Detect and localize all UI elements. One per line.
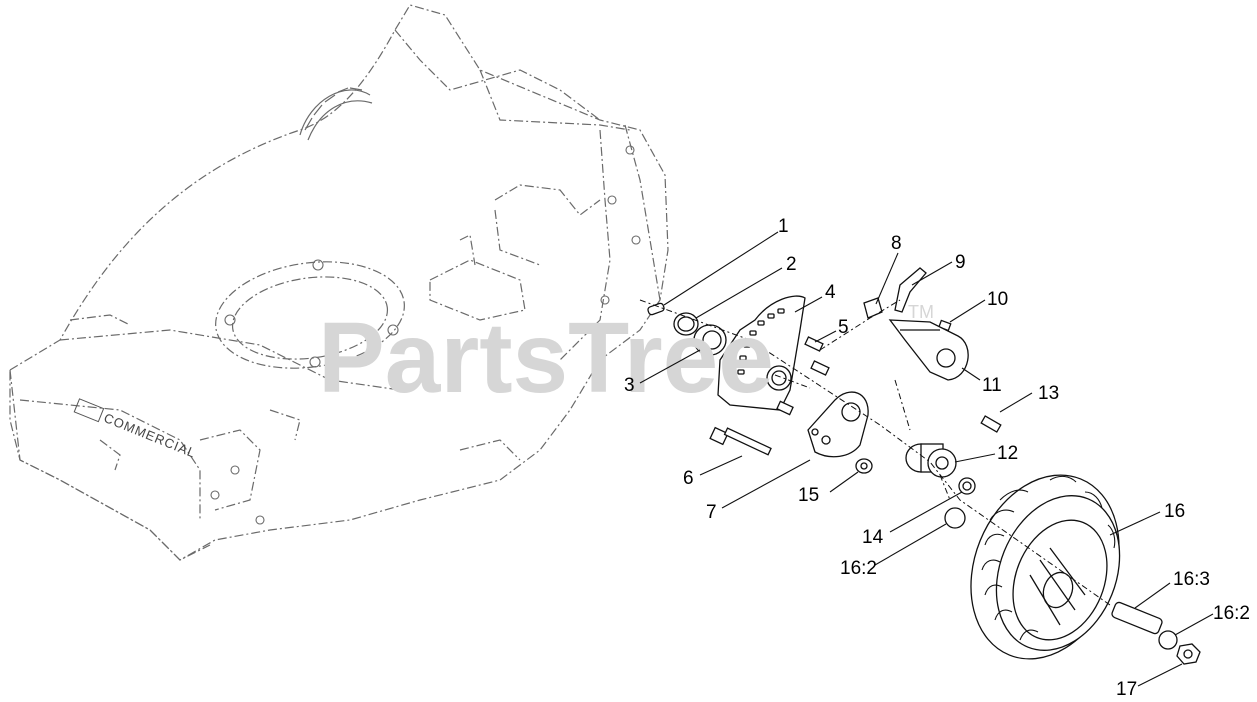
part-16-2-spacer-lower bbox=[1158, 630, 1178, 650]
callout-4: 4 bbox=[825, 282, 836, 303]
part-15-washer bbox=[855, 458, 873, 474]
assembly-axis-lines bbox=[639, 299, 1111, 606]
watermark: PartsTree TM bbox=[318, 302, 934, 414]
callout-8: 8 bbox=[891, 233, 902, 254]
part-16-2-spacer-upper bbox=[944, 507, 966, 529]
part-9-spring-lever bbox=[894, 267, 927, 313]
deck-bolts bbox=[210, 145, 641, 525]
part-8-clip bbox=[863, 297, 883, 319]
deck-brand-badge: COMMERCIAL bbox=[73, 398, 199, 461]
callout-14: 14 bbox=[862, 527, 884, 548]
callout-7: 7 bbox=[706, 502, 717, 523]
part-6-bolt bbox=[709, 426, 772, 456]
callout-12: 12 bbox=[997, 443, 1018, 464]
callout-16-2-lower: 16:2 bbox=[1213, 603, 1250, 624]
part-14-washer bbox=[958, 477, 976, 495]
rear-wheel-tread bbox=[299, 87, 373, 141]
part-2-bushing bbox=[673, 312, 699, 336]
part-3-bearing bbox=[693, 324, 727, 356]
callout-15: 15 bbox=[798, 485, 819, 506]
callout-1: 1 bbox=[778, 216, 789, 237]
callout-3: 3 bbox=[624, 375, 635, 396]
callout-2: 2 bbox=[786, 254, 797, 275]
callout-6: 6 bbox=[683, 468, 694, 489]
callout-16-3: 16:3 bbox=[1173, 569, 1210, 590]
callout-10: 10 bbox=[987, 289, 1008, 310]
leader-lines bbox=[639, 231, 1214, 687]
part-13-screw bbox=[980, 415, 1002, 433]
callout-labels: 1 2 3 4 5 6 7 8 9 10 11 13 12 15 14 16 1… bbox=[624, 216, 1250, 700]
mower-deck-outline bbox=[9, 4, 669, 561]
part-12-cam-knob bbox=[905, 443, 957, 478]
part-17-nut bbox=[1176, 643, 1201, 665]
watermark-text: PartsTree bbox=[318, 302, 774, 414]
part-16-wheel bbox=[970, 474, 1121, 660]
part-7-pivot-arm bbox=[807, 391, 869, 458]
part-16-3-axle-spacer bbox=[1111, 601, 1163, 635]
watermark-trademark: TM bbox=[908, 302, 934, 322]
callout-16: 16 bbox=[1164, 501, 1185, 522]
deck-brand-text: COMMERCIAL bbox=[102, 410, 199, 461]
callout-11: 11 bbox=[982, 375, 1002, 396]
part-4-height-plate bbox=[717, 295, 806, 411]
callout-13: 13 bbox=[1038, 383, 1059, 404]
callout-17: 17 bbox=[1116, 679, 1137, 700]
part-5-screws bbox=[776, 336, 830, 416]
callout-5: 5 bbox=[838, 317, 849, 338]
callout-16-2-upper: 16:2 bbox=[840, 558, 877, 579]
callout-9: 9 bbox=[955, 252, 966, 273]
part-11-lever-bracket bbox=[888, 319, 969, 381]
